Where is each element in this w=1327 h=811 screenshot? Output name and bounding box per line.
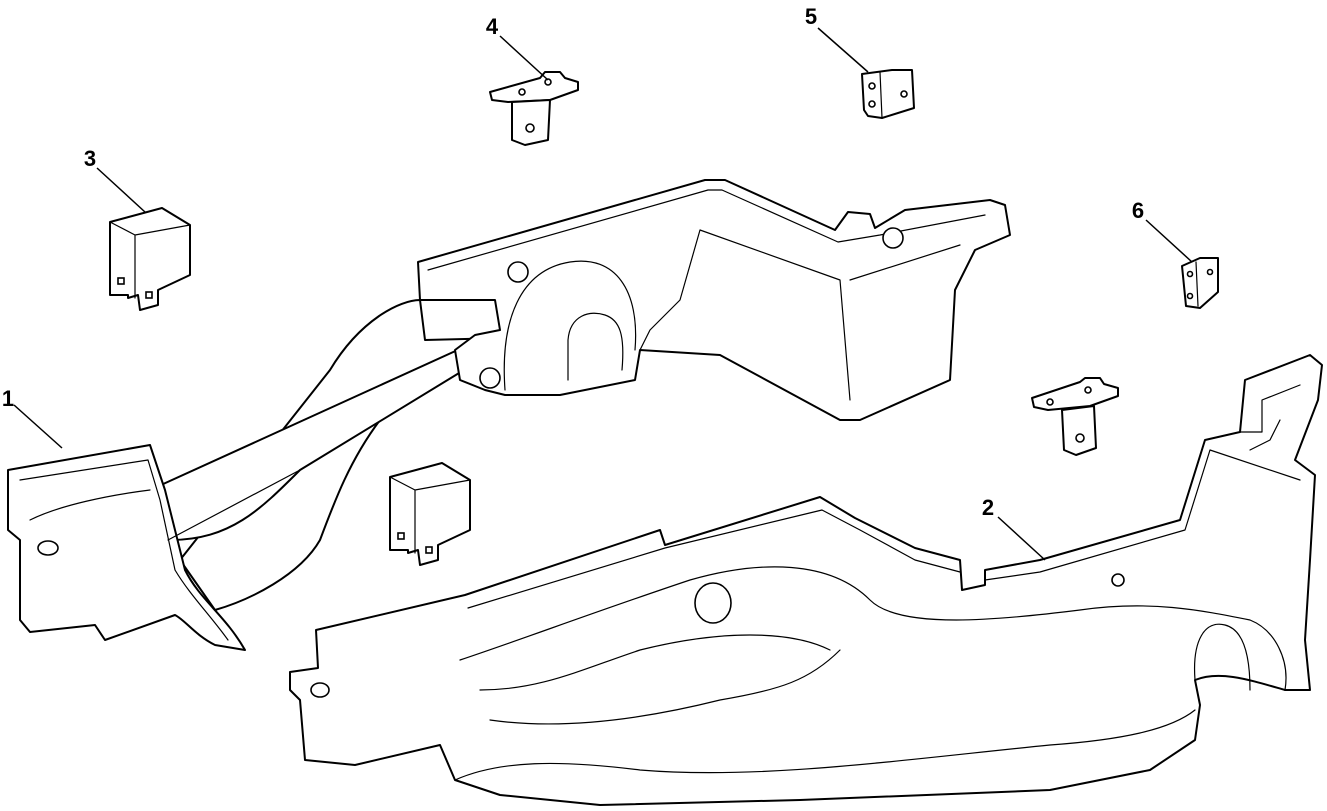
part-1-mount-hole — [37, 540, 59, 556]
upper-lining-body — [417, 179, 1011, 421]
hinge-bracket-right-hole-a — [1084, 386, 1092, 394]
hinge-bracket-right-hole-b — [1046, 398, 1054, 406]
part-1-rib — [29, 489, 151, 521]
hinge-bracket-right-top — [1031, 377, 1119, 411]
part-2-mount-hole — [310, 682, 330, 698]
part-6-hole-c — [1206, 268, 1214, 276]
upper-lining-dome-inner — [567, 312, 624, 381]
callout-6: 6 — [1132, 198, 1144, 223]
leader-4 — [499, 35, 549, 81]
part-3-bracket-body — [109, 207, 191, 311]
leader-1 — [13, 404, 63, 449]
part-4-hinge-bracket[interactable] — [489, 71, 579, 146]
part-4-leg — [511, 99, 551, 146]
bracket-center-slot-b — [425, 546, 433, 554]
part-2-lower-rib — [479, 634, 841, 725]
part-upper-rear-lining[interactable] — [417, 179, 1011, 421]
part-1-arm-edge — [167, 469, 301, 541]
callout-5: 5 — [805, 4, 817, 29]
bracket-center[interactable] — [389, 462, 471, 566]
callout-1: 1 — [2, 386, 14, 411]
part-4-hole-leg — [525, 123, 535, 133]
part-1-left-lining[interactable] — [7, 299, 506, 651]
part-3-slot-a — [117, 277, 125, 285]
part-2-upper-corner — [1239, 384, 1301, 451]
part-5-angle-plate[interactable] — [861, 69, 915, 119]
upper-lining-hole-top — [507, 261, 529, 283]
leader-3 — [96, 167, 146, 213]
part-2-bottom-edge — [454, 709, 1196, 781]
upper-lining-dome — [503, 260, 637, 391]
bracket-center-fold — [389, 476, 471, 554]
callout-2: 2 — [982, 495, 994, 520]
bracket-center-body — [389, 462, 471, 566]
part-6-plate-fold — [1195, 261, 1199, 307]
hinge-bracket-right[interactable] — [1031, 377, 1119, 456]
part-2-right-lining[interactable] — [289, 354, 1323, 806]
part-6-plate-body — [1181, 257, 1219, 309]
part-2-back-rim — [467, 449, 1301, 609]
part-3-bracket[interactable] — [109, 207, 191, 311]
leader-5 — [817, 27, 869, 73]
part-2-large-hole — [694, 582, 732, 624]
callout-3: 3 — [84, 146, 96, 171]
part-5-plate-fold — [879, 71, 883, 119]
part-5-hole-a — [868, 82, 876, 90]
part-2-small-hole — [1111, 573, 1125, 587]
leader-6 — [1145, 219, 1193, 263]
part-6-hole-a — [1186, 270, 1194, 278]
part-5-hole-b — [868, 100, 876, 108]
upper-lining-hole-right — [882, 227, 904, 249]
part-1-main-panel — [7, 444, 246, 651]
part-6-hole-b — [1186, 292, 1194, 300]
upper-lining-inner-wall — [639, 229, 961, 401]
hinge-bracket-right-hole-leg — [1075, 433, 1085, 443]
part-4-top-plate — [489, 71, 579, 103]
bracket-center-slot-a — [397, 532, 405, 540]
part-3-slot-b — [145, 291, 153, 299]
leader-2 — [997, 516, 1046, 561]
part-2-wheel-arch — [459, 566, 1287, 691]
part-4-hole-left — [518, 88, 526, 96]
callout-4: 4 — [486, 14, 499, 39]
upper-lining-hole-bottom — [479, 367, 501, 389]
part-3-bracket-fold — [109, 221, 191, 299]
hinge-bracket-right-leg — [1061, 405, 1097, 456]
part-2-main-body — [289, 354, 1323, 806]
part-2-arch-inner — [1193, 623, 1251, 691]
part-1-inner-edge — [19, 459, 229, 641]
part-6-small-plate[interactable] — [1181, 257, 1219, 309]
part-5-hole-c — [900, 90, 908, 98]
